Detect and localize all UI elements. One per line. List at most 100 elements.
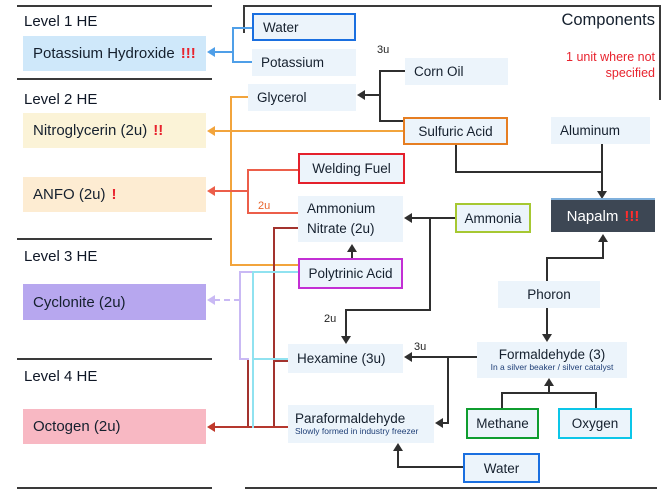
right-edge-rule	[659, 5, 661, 100]
edge-blue	[232, 27, 234, 63]
danger-marks: !!!	[624, 207, 640, 225]
arrowhead	[597, 191, 607, 199]
edge-black	[546, 257, 604, 259]
arrowhead	[357, 90, 365, 100]
node-label: Napalm	[566, 207, 619, 225]
node-label: Welding Fuel	[312, 161, 391, 176]
edge-black	[379, 70, 381, 122]
edge-lavender	[239, 271, 241, 360]
edge-cyan	[252, 271, 254, 428]
edge-maroon	[247, 358, 249, 428]
edge-black	[429, 217, 431, 311]
units-label-corn-oil: 3u	[377, 44, 390, 56]
node-hexamine: Hexamine (3u)	[288, 344, 403, 373]
edge-black	[546, 308, 548, 336]
edge-black	[501, 393, 503, 408]
edge-black	[447, 356, 449, 424]
arrowhead	[544, 378, 554, 386]
edge-orange	[230, 264, 298, 266]
node-paraformaldehyde: Paraformaldehyde Slowly formed in indust…	[288, 405, 434, 443]
unit-note: 1 unit where not specified	[460, 50, 655, 81]
level-divider-2	[17, 238, 212, 240]
product-label: ANFO (2u)	[33, 186, 106, 203]
danger-marks: !!!	[180, 45, 196, 62]
edge-black	[397, 449, 399, 468]
arrowhead	[598, 234, 608, 242]
edge-black	[379, 120, 403, 122]
node-label: Water	[263, 19, 299, 35]
product-octogen: Octogen (2u)	[23, 409, 206, 444]
edge-black	[379, 70, 405, 72]
node-label: Corn Oil	[414, 64, 464, 79]
node-label: Formaldehyde (3)	[498, 347, 606, 363]
node-methane: Methane	[466, 408, 539, 439]
unit-note-line1: 1 unit where not	[566, 50, 655, 64]
product-label: Cyclonite (2u)	[33, 293, 126, 311]
node-polytrinic-acid: Polytrinic Acid	[298, 258, 403, 289]
product-potassium-hydroxide: Potassium Hydroxide !!!	[23, 36, 206, 71]
edge-orange	[230, 96, 248, 98]
node-glycerol: Glycerol	[248, 84, 356, 111]
node-label: Polytrinic Acid	[308, 266, 393, 281]
edge-maroon	[214, 426, 288, 428]
arrowhead	[207, 126, 215, 136]
edge-black	[411, 356, 477, 358]
product-label: Potassium Hydroxide	[33, 45, 175, 62]
edge-black	[455, 145, 457, 173]
level-2-heading: Level 2 HE	[24, 91, 98, 108]
edge-salmon	[247, 169, 249, 214]
bottom-rule-left	[17, 487, 212, 489]
edge-orange	[230, 96, 232, 266]
arrowhead	[435, 418, 443, 428]
edge-black	[501, 392, 597, 394]
node-label: Methane	[476, 416, 529, 431]
arrowhead	[542, 334, 552, 342]
edge-black	[411, 217, 457, 219]
node-napalm: Napalm !!!	[551, 198, 655, 232]
product-anfo: ANFO (2u) !	[23, 177, 206, 212]
node-potassium: Potassium	[252, 49, 356, 76]
node-water-bottom: Water	[463, 453, 540, 483]
edge-blue	[232, 27, 252, 29]
panel-divider-stub	[243, 5, 245, 33]
edge-salmon	[247, 169, 298, 171]
edge-orange	[214, 130, 404, 132]
node-welding-fuel: Welding Fuel	[298, 153, 405, 184]
arrowhead	[207, 295, 215, 305]
edge-lavender-dashed	[214, 299, 240, 301]
edge-salmon	[247, 212, 298, 214]
node-oxygen: Oxygen	[558, 408, 632, 439]
edge-black	[345, 309, 431, 311]
arrowhead	[207, 47, 215, 57]
arrowhead	[404, 213, 412, 223]
node-label: Aluminum	[560, 123, 621, 138]
bottom-rule-right	[245, 487, 657, 489]
edge-blue	[232, 61, 252, 63]
node-phoron: Phoron	[498, 281, 600, 308]
node-label: Ammonia	[464, 210, 522, 226]
node-formaldehyde: Formaldehyde (3) In a silver beaker / si…	[477, 342, 627, 378]
edge-lavender	[239, 358, 249, 360]
arrowhead	[404, 352, 412, 362]
edge-maroon	[273, 227, 275, 428]
level-1-heading: Level 1 HE	[24, 13, 98, 30]
edge-lavender	[239, 271, 253, 273]
product-cyclonite: Cyclonite (2u)	[23, 284, 206, 320]
arrowhead	[207, 422, 215, 432]
edge-black	[602, 241, 604, 258]
node-water-top: Water	[252, 13, 356, 41]
arrowhead	[207, 186, 215, 196]
level-divider-1	[17, 78, 212, 80]
node-ammonia: Ammonia	[455, 203, 531, 233]
product-label: Octogen (2u)	[33, 418, 121, 435]
node-label: Hexamine (3u)	[297, 351, 386, 366]
node-caption: Slowly formed in industry freezer	[295, 426, 419, 437]
node-corn-oil: Corn Oil	[405, 58, 508, 85]
edge-black	[455, 171, 603, 173]
edge-black	[364, 94, 380, 96]
edge-maroon	[273, 227, 298, 229]
node-label: Phoron	[527, 287, 571, 302]
node-sulfuric-acid: Sulfuric Acid	[403, 117, 508, 145]
level-4-heading: Level 4 HE	[24, 368, 98, 385]
